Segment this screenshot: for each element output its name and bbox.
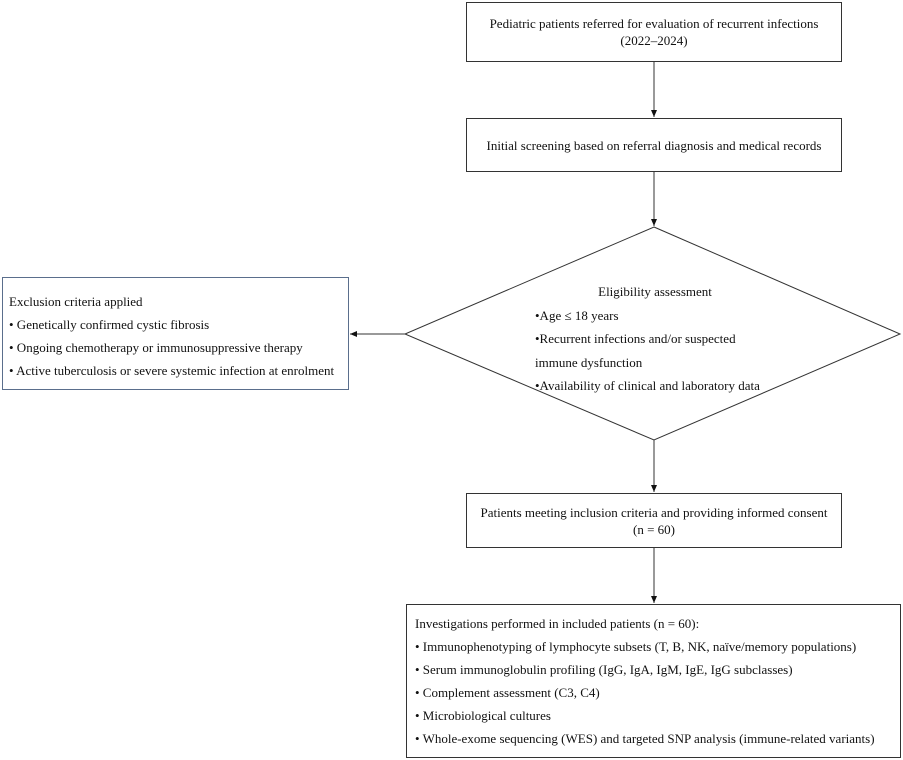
referral-box: Pediatric patients referred for evaluati… — [466, 2, 842, 62]
eligibility-item: •Availability of clinical and laboratory… — [535, 378, 760, 393]
exclusion-box: Exclusion criteria applied • Genetically… — [2, 277, 349, 390]
screening-box: Initial screening based on referral diag… — [466, 118, 842, 172]
eligibility-item: immune dysfunction — [535, 354, 643, 370]
included-box: Patients meeting inclusion criteria and … — [466, 493, 842, 548]
included-line1: Patients meeting inclusion criteria and … — [480, 504, 828, 520]
exclusion-title: Exclusion criteria applied — [9, 294, 143, 309]
investigation-item: • Immunophenotyping of lymphocyte subset… — [415, 639, 857, 654]
investigation-item: • Whole-exome sequencing (WES) and targe… — [415, 731, 875, 746]
referral-line2: (2022–2024) — [620, 33, 688, 48]
exclusion-item: • Genetically confirmed cystic fibrosis — [9, 317, 210, 332]
investigations-box: Investigations performed in included pat… — [406, 604, 901, 758]
investigations-title: Investigations performed in included pat… — [415, 616, 700, 631]
eligibility-title: Eligibility assessment — [598, 284, 712, 299]
included-line2: (n = 60) — [633, 521, 675, 537]
referral-line1: Pediatric patients referred for evaluati… — [489, 16, 819, 31]
investigation-item: • Serum immunoglobulin profiling (IgG, I… — [415, 662, 793, 677]
exclusion-item: • Ongoing chemotherapy or immunosuppress… — [9, 340, 303, 355]
eligibility-text: Eligibility assessment •Age ≤ 18 years •… — [535, 280, 775, 398]
screening-text: Initial screening based on referral diag… — [486, 137, 822, 153]
eligibility-item: •Age ≤ 18 years — [535, 307, 619, 323]
investigation-item: • Complement assessment (C3, C4) — [415, 685, 600, 700]
investigation-item: • Microbiological cultures — [415, 708, 551, 723]
eligibility-item: •Recurrent infections and/or suspected — [535, 331, 736, 346]
exclusion-item: • Active tuberculosis or severe systemic… — [9, 363, 335, 378]
